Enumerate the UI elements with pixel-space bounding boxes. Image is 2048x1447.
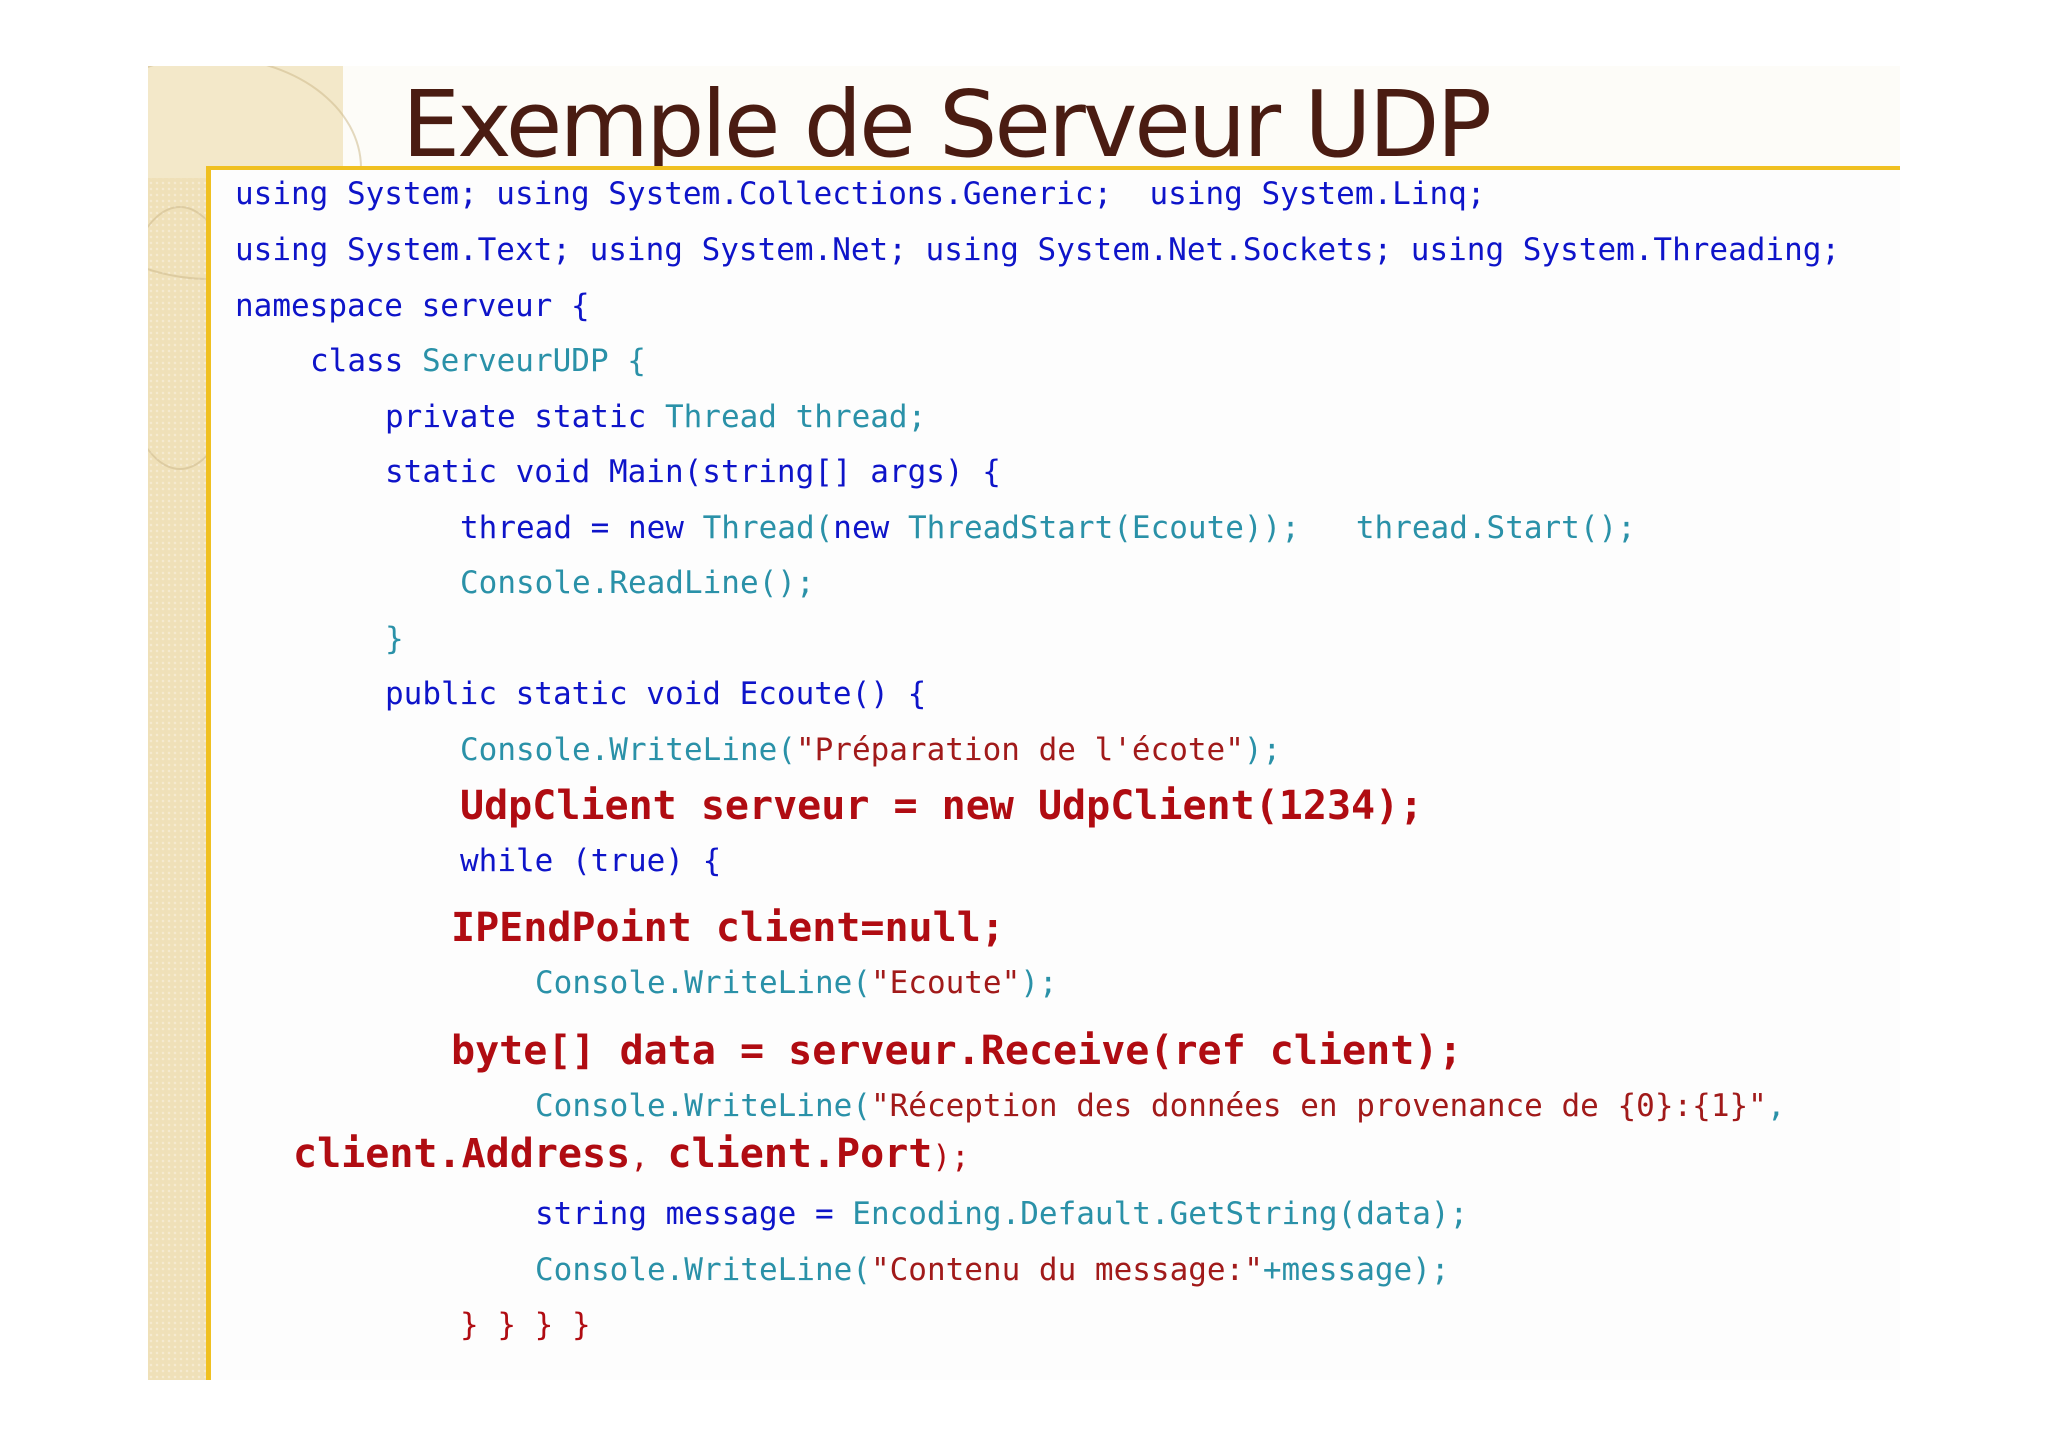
keyword-token: private static <box>385 399 665 435</box>
type-token: Console.WriteLine( <box>535 965 871 1001</box>
code-line-5: private static Thread thread; <box>385 399 926 436</box>
string-token: "Contenu du message:" <box>870 1252 1263 1288</box>
identifier-token: thread.Start(); <box>1299 510 1636 546</box>
type-token: Thread <box>664 399 777 435</box>
type-token: ); <box>1243 732 1282 768</box>
punctuation-token: , <box>630 1139 668 1175</box>
code-line-1: using System; using System.Collections.G… <box>235 176 1486 212</box>
code-line-15: Console.WriteLine("Ecoute"); <box>535 965 1058 1002</box>
code-line-13: while (true) { <box>460 843 722 879</box>
code-line-21: } } } } <box>460 1307 591 1343</box>
code-line-10: public static void Ecoute() { <box>385 676 927 712</box>
code-line-3: namespace serveur { <box>235 288 590 324</box>
code-line-14-highlight: IPEndPoint client=null; <box>451 905 1005 951</box>
keyword-token: thread = new <box>460 510 703 546</box>
type-token: Console.WriteLine( <box>535 1252 871 1288</box>
code-line-17: Console.WriteLine("Réception des données… <box>535 1088 1785 1125</box>
code-line-18: client.Address, client.Port); <box>293 1130 970 1178</box>
type-token: +message); <box>1262 1252 1450 1288</box>
slide-title: Exemple de Serveur UDP <box>402 71 1492 178</box>
code-line-11: Console.WriteLine("Préparation de l'écot… <box>460 732 1281 769</box>
slide: Exemple de Serveur UDP using System; usi… <box>148 66 1900 1380</box>
code-line-8: Console.ReadLine(); <box>460 565 815 601</box>
keyword-token: class <box>310 343 422 379</box>
code-line-7: thread = new Thread(new ThreadStart(Ecou… <box>460 510 1636 547</box>
code-line-4: class ServeurUDP { <box>310 343 646 380</box>
type-token: Thread( <box>702 510 834 546</box>
code-line-6: static void Main(string[] args) { <box>385 454 1001 490</box>
code-line-20: Console.WriteLine("Contenu du message:"+… <box>535 1252 1450 1289</box>
code-box: using System; using System.Collections.G… <box>206 166 1900 1380</box>
identifier-token: thread; <box>776 399 927 435</box>
string-token: "Préparation de l'écote" <box>795 732 1244 768</box>
string-token: "Ecoute" <box>870 965 1021 1001</box>
type-token: ServeurUDP { <box>421 343 646 379</box>
code-line-16-highlight: byte[] data = serveur.Receive(ref client… <box>451 1028 1463 1074</box>
type-token: , <box>1766 1088 1786 1124</box>
string-token: "Réception des données en provenance de … <box>870 1088 1767 1124</box>
code-line-12-highlight: UdpClient serveur = new UdpClient(1234); <box>460 783 1424 829</box>
highlight-token: client.Port <box>667 1131 933 1177</box>
keyword-token: new <box>833 510 908 546</box>
code-line-2: using System.Text; using System.Net; usi… <box>235 232 1841 268</box>
type-token: ThreadStart(Ecoute)); <box>907 510 1300 546</box>
code-line-9: } <box>385 621 404 657</box>
type-token: Console.WriteLine( <box>460 732 796 768</box>
type-token: Encoding.Default.GetString(data); <box>852 1196 1469 1232</box>
highlight-token: client.Address <box>293 1131 631 1177</box>
punctuation-token: ); <box>932 1139 970 1175</box>
type-token: ); <box>1020 965 1058 1001</box>
type-token: Console.WriteLine( <box>535 1088 871 1124</box>
code-line-19: string message = Encoding.Default.GetStr… <box>535 1196 1468 1233</box>
keyword-token: string message = <box>535 1196 853 1232</box>
